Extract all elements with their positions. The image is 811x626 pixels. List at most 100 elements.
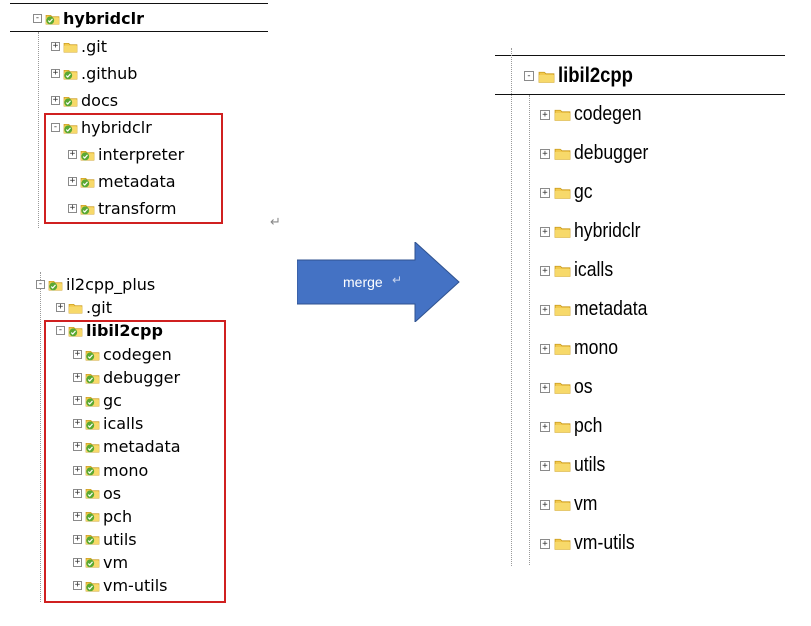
tree-item[interactable]: +metadata [540,298,657,321]
expand-toggle-icon[interactable]: + [540,109,550,120]
expand-toggle-icon[interactable]: + [51,95,60,105]
expand-toggle-icon[interactable]: + [540,538,550,549]
merge-label: merge [343,274,383,290]
collapse-toggle-icon[interactable]: - [51,122,60,132]
tree-guide-line [511,48,512,566]
tree-item[interactable]: + icalls [73,414,143,433]
expand-toggle-icon[interactable]: + [540,187,550,198]
tree-item-hybridclr[interactable]: - hybridclr [51,118,152,137]
tree-root-libil2cpp[interactable]: - libil2cpp [524,64,643,88]
expand-toggle-icon[interactable]: + [68,149,77,159]
collapse-toggle-icon[interactable]: - [524,71,534,81]
folder-icon [554,301,571,318]
expand-toggle-icon[interactable]: + [540,226,550,237]
tree-item[interactable]: +mono [540,337,624,360]
folder-icon [554,145,571,162]
expand-toggle-icon[interactable]: + [68,176,77,186]
tree-item[interactable]: +metadata [73,437,181,456]
folder-icon [554,223,571,240]
folder-icon [554,379,571,396]
expand-toggle-icon[interactable]: + [73,533,82,544]
expand-toggle-icon[interactable]: + [540,265,550,276]
tree-item-github[interactable]: + .github [51,64,137,83]
tree-root-label: libil2cpp [558,64,633,87]
tree-item[interactable]: +hybridclr [540,220,650,243]
tree-item-label: pch [103,506,133,526]
tree-item[interactable]: + os [540,376,595,399]
expand-toggle-icon[interactable]: + [73,395,82,406]
expand-toggle-icon[interactable]: + [73,487,82,498]
tree-item-label: gc [574,181,593,203]
tree-item[interactable]: +vm [73,553,128,572]
tree-header-top-border [495,55,785,56]
expand-toggle-icon[interactable]: + [68,203,77,213]
tree-item-interpreter[interactable]: + interpreter [68,145,184,164]
tree-item[interactable]: + gc [540,181,595,204]
collapse-toggle-icon[interactable]: - [36,279,45,289]
tree-item-label: vm-utils [103,576,168,595]
expand-toggle-icon[interactable]: + [540,148,550,159]
tree-item-git[interactable]: + .git [56,298,112,317]
tree-item-docs[interactable]: + docs [51,91,118,110]
expand-toggle-icon[interactable]: + [73,418,82,429]
expand-toggle-icon[interactable]: + [540,421,550,432]
tree-header-bottom-border [495,94,785,95]
tree-item-git[interactable]: + .git [51,37,107,56]
return-mark-icon: ↵ [270,215,281,230]
tree-item[interactable]: +mono [73,461,148,480]
tree-root-label: il2cpp_plus [66,275,156,294]
tree-item-label: debugger [574,142,649,164]
tree-item[interactable]: + pch [73,507,132,526]
tree-item[interactable]: +codegen [73,345,172,364]
tree-item[interactable]: +os [73,484,121,503]
folder-icon [554,457,571,474]
expand-toggle-icon[interactable]: + [73,349,82,359]
expand-toggle-icon[interactable]: + [73,464,82,475]
expand-toggle-icon[interactable]: + [540,460,550,471]
expand-toggle-icon[interactable]: + [73,580,82,590]
tree-item-label: os [574,376,593,398]
git-folder-icon [45,13,60,25]
folder-icon [554,496,571,513]
tree-root-hybridclr[interactable]: - hybridclr [33,9,144,28]
folder-icon [63,41,78,53]
tree-item-label: docs [81,91,119,110]
tree-item[interactable]: +debugger [73,368,180,387]
tree-item[interactable]: +pch [540,415,606,438]
expand-toggle-icon[interactable]: + [73,510,82,521]
tree-root-il2cpp-plus[interactable]: - il2cpp_plus [36,275,155,294]
tree-item-label: gc [103,391,122,411]
tree-item[interactable]: + gc [73,391,122,410]
tree-item-metadata[interactable]: + metadata [68,172,176,191]
expand-toggle-icon[interactable]: + [540,499,550,510]
expand-toggle-icon[interactable]: + [73,372,82,383]
collapse-toggle-icon[interactable]: - [56,325,65,335]
tree-item[interactable]: + vm [540,493,601,516]
tree-item-label: utils [574,454,606,476]
expand-toggle-icon[interactable]: + [540,382,550,393]
expand-toggle-icon[interactable]: + [51,41,60,51]
tree-header-top-border [10,3,268,4]
expand-toggle-icon[interactable]: + [540,304,550,315]
expand-toggle-icon[interactable]: + [51,68,60,78]
tree-item-label: codegen [574,103,642,125]
expand-toggle-icon[interactable]: + [73,556,82,567]
expand-toggle-icon[interactable]: + [56,302,65,312]
tree-item[interactable]: + utils [540,454,610,477]
tree-item[interactable]: + codegen [540,103,651,126]
expand-toggle-icon[interactable]: + [73,441,82,452]
tree-item[interactable]: + vm-utils [73,576,167,595]
hybridclr-highlight-box [44,113,223,224]
expand-toggle-icon[interactable]: + [540,343,550,354]
folder-icon [554,418,571,435]
tree-item[interactable]: +vm-utils [540,532,643,555]
tree-item-libil2cpp[interactable]: - libil2cpp [56,321,163,340]
tree-item-label: icalls [103,414,144,434]
git-folder-icon [63,95,78,107]
tree-item[interactable]: +icalls [540,259,618,282]
collapse-toggle-icon[interactable]: - [33,13,42,23]
tree-item-label: vm [574,493,598,515]
tree-item[interactable]: + debugger [540,142,659,165]
tree-item[interactable]: +utils [73,530,137,549]
tree-item-transform[interactable]: + transform [68,199,176,218]
